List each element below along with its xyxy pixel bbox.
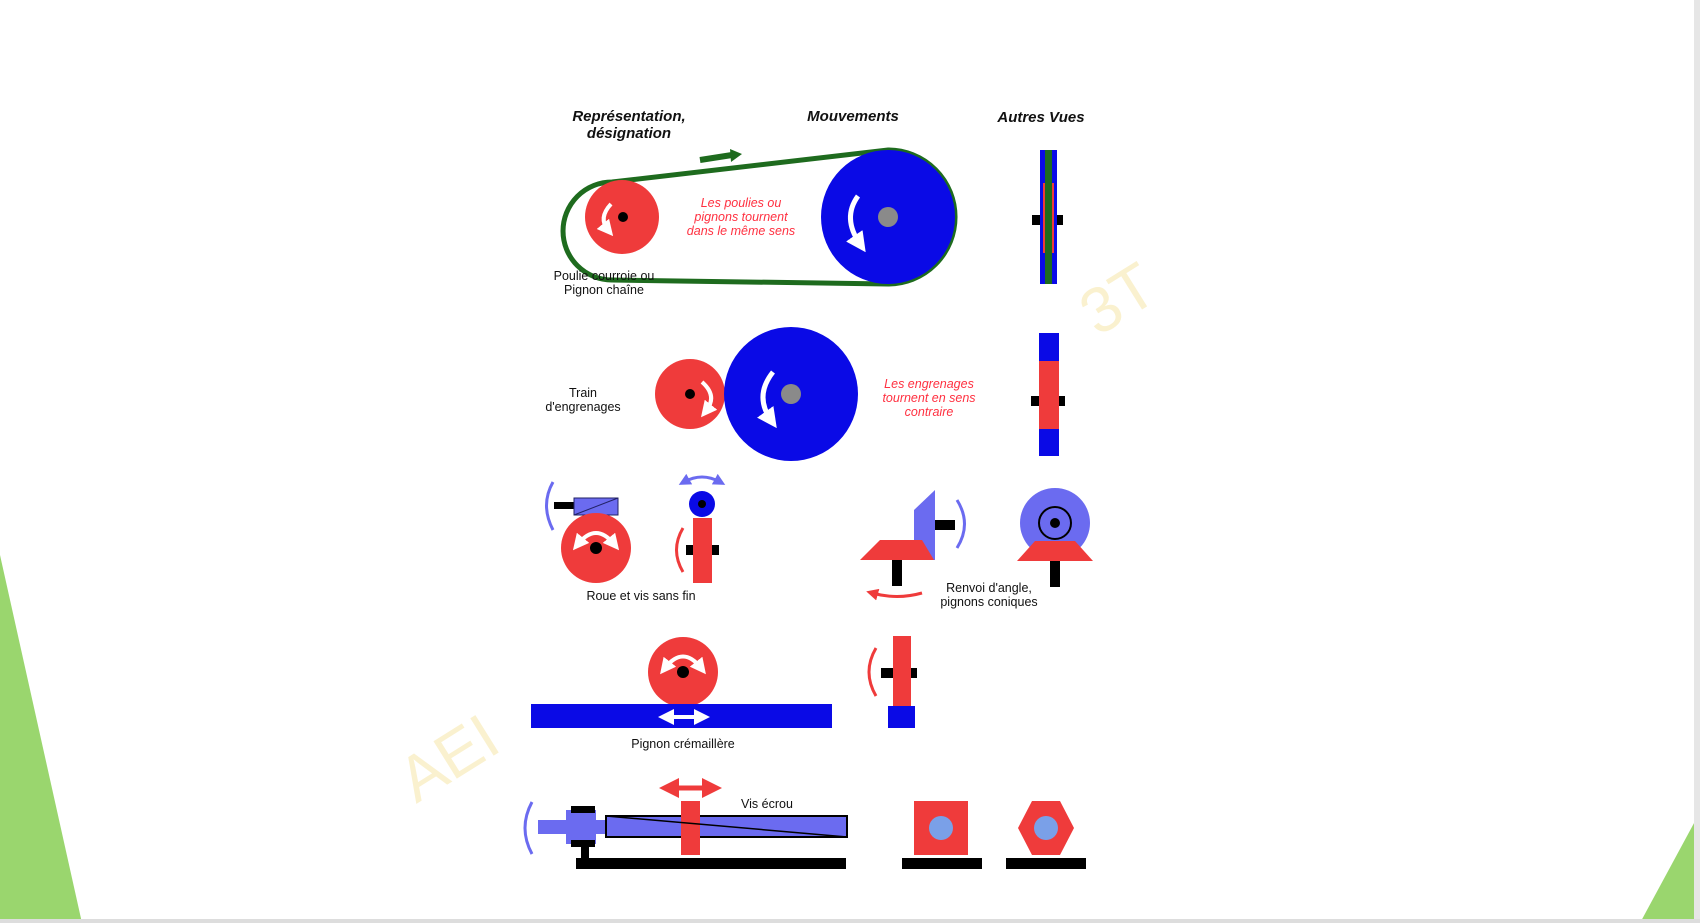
slide-edge-right [1694, 0, 1700, 923]
small-pulley-axle [618, 212, 628, 222]
crank-icon [955, 499, 966, 549]
watermark-left: AEI [385, 700, 511, 816]
rotation-arrow-icon [700, 380, 718, 418]
green-triangle-right [1640, 812, 1700, 923]
gear-note-line3: contraire [905, 405, 954, 419]
rotation-arrow-icon [678, 473, 726, 485]
watermark-right: 3T [1067, 248, 1168, 349]
pulley-side-view [1032, 150, 1063, 284]
large-pulley-axle [878, 207, 898, 227]
header-representation-line2: désignation [587, 125, 671, 142]
gear-train-diagram [655, 327, 858, 461]
rack-pinion-diagram [531, 636, 917, 728]
bevel-gears-diagram [860, 488, 1093, 601]
nut [681, 801, 700, 855]
header-representation-line1: Représentation, [572, 108, 685, 125]
pulley-caption-line1: Poulie courroie ou [554, 269, 655, 283]
rotation-arrow-icon [866, 588, 923, 601]
rotation-arrow-icon [572, 531, 620, 551]
worm-gear-diagram [545, 473, 726, 583]
pulley-note-line3: dans le même sens [687, 224, 795, 238]
pulley-note-line2: pignons tournent [693, 210, 788, 224]
pulley-caption-line2: Pignon chaîne [564, 283, 644, 297]
rotation-arrow-icon [846, 194, 866, 253]
gear-caption-line2: d'engrenages [545, 400, 620, 414]
large-gear-axle [781, 384, 801, 404]
rack-caption: Pignon crémaillère [631, 737, 735, 751]
rotation-arrow-icon [596, 202, 614, 237]
header-movements: Mouvements [807, 108, 899, 125]
bevel-other-view-gear [1017, 541, 1093, 561]
small-gear-axle [685, 389, 695, 399]
bevel-caption-line1: Renvoi d'angle, [946, 581, 1032, 595]
crank-icon [867, 647, 878, 697]
belt-direction-arrow-icon [699, 152, 733, 163]
crank-icon [545, 481, 555, 531]
pinion-side [893, 636, 911, 706]
pinion-axle [677, 666, 689, 678]
bevel-caption-line2: pignons coniques [940, 595, 1037, 609]
header-other-views: Autres Vues [996, 109, 1084, 126]
belt-direction-arrowhead-icon [730, 149, 742, 162]
gear-caption-line1: Train [569, 386, 597, 400]
worm-caption: Roue et vis sans fin [586, 589, 695, 603]
crank-icon [675, 527, 685, 573]
screw-caption: Vis écrou [741, 797, 793, 811]
gear-note-line2: tournent en sens [882, 391, 975, 405]
gear-note-line1: Les engrenages [884, 377, 974, 391]
crank-icon [523, 801, 534, 855]
worm-wheel-axle [590, 542, 602, 554]
rotation-arrow-icon [660, 654, 706, 675]
bevel-gear-horizontal [860, 540, 934, 560]
worm-wheel-side [693, 518, 712, 583]
screw-nut-diagram [523, 778, 1086, 869]
rack-side [888, 706, 915, 728]
green-triangle-left [0, 555, 82, 923]
pulley-note-line1: Les poulies ou [701, 196, 782, 210]
screw-base [576, 858, 846, 869]
gear-side-view [1031, 333, 1065, 456]
rotation-arrow-icon [757, 370, 777, 429]
slide-edge-bottom [0, 919, 1700, 923]
pulley-belt-diagram [560, 147, 958, 287]
